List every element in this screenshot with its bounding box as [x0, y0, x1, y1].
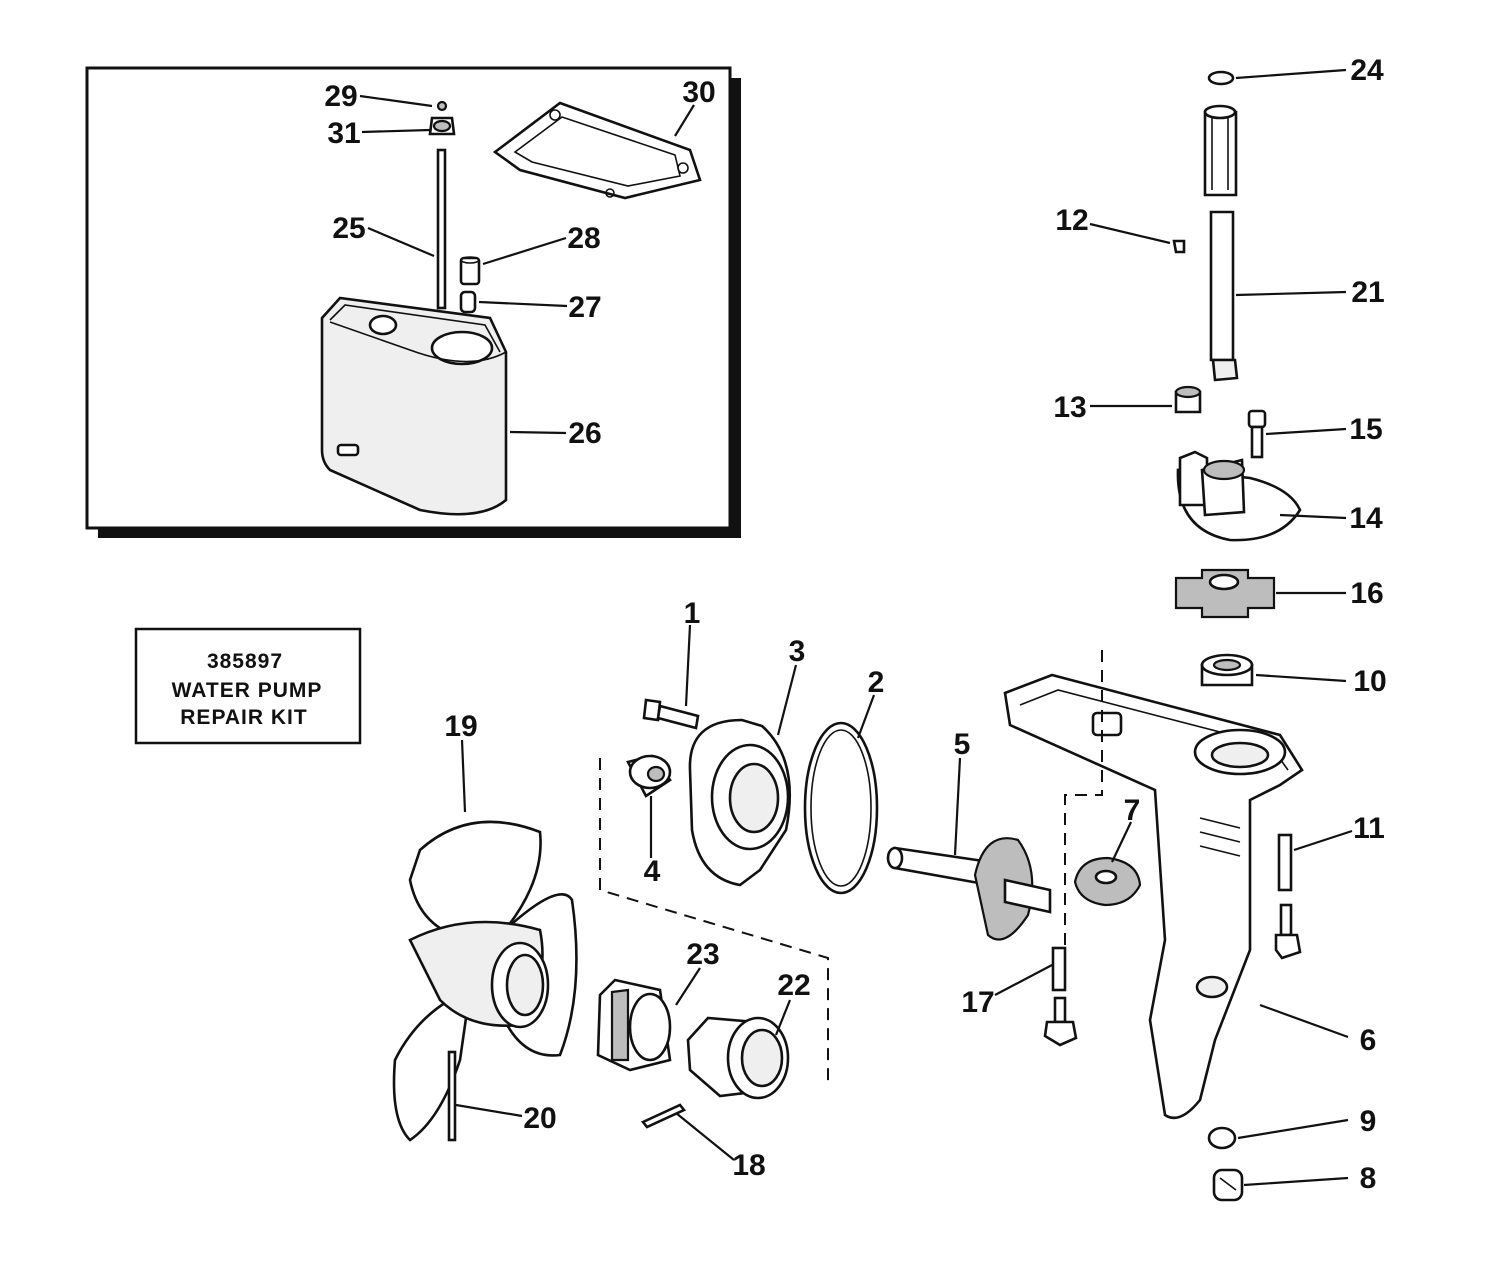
part-10-liner: [1200, 653, 1254, 687]
part-14-pump-housing: [1176, 450, 1302, 542]
callout-16: 16: [1350, 577, 1383, 610]
part-1-screw: [642, 698, 700, 730]
callout-19: 19: [444, 710, 477, 743]
callout-12: 12: [1055, 204, 1088, 237]
callout-31: 31: [327, 117, 360, 150]
callout-23: 23: [686, 938, 719, 971]
callout-6: 6: [1360, 1024, 1377, 1057]
callout-20: 20: [523, 1102, 556, 1135]
leader-lines: [359, 68, 1353, 1187]
part-11-screw: [1274, 833, 1302, 960]
callout-25: 25: [332, 212, 365, 245]
callout-29: 29: [324, 80, 357, 113]
callout-17: 17: [961, 986, 994, 1019]
callout-numbers: 1 2 3 4 5 6 7 8 9 10 11 12 13 14 15 16 1…: [324, 54, 1386, 1195]
callout-26: 26: [568, 417, 601, 450]
callout-11: 11: [1353, 812, 1385, 845]
callout-10: 10: [1353, 665, 1386, 698]
part-2-o-ring: [803, 721, 879, 895]
part-30-gasket: [492, 101, 702, 200]
callout-18: 18: [732, 1149, 765, 1182]
part-19-propeller: [392, 820, 578, 1142]
part-21-drive-shaft: [1203, 104, 1239, 382]
gearcase-dashed-guide: [1064, 650, 1103, 945]
part-3-bearing-housing: [688, 718, 792, 887]
kit-label-frame: [134, 627, 362, 745]
callout-27: 27: [568, 291, 601, 324]
kit-part-number: 385897: [207, 650, 283, 673]
part-27-bushing: [459, 290, 477, 314]
part-4-bearing: [626, 754, 672, 798]
part-25-water-tube: [436, 148, 447, 310]
callout-15: 15: [1349, 413, 1382, 446]
part-31-grommet: [428, 116, 456, 136]
part-13-bushing: [1174, 385, 1202, 414]
callout-8: 8: [1360, 1162, 1377, 1195]
callout-14: 14: [1349, 502, 1383, 535]
part-9-washer: [1207, 1126, 1237, 1150]
callout-9: 9: [1360, 1105, 1377, 1138]
part-20-cotter-pin: [447, 1050, 457, 1142]
callout-7: 7: [1124, 794, 1141, 827]
part-7-pinion: [1073, 856, 1142, 907]
callout-28: 28: [567, 222, 600, 255]
part-17-screw: [1043, 946, 1078, 1047]
callout-21: 21: [1351, 276, 1384, 309]
callout-4: 4: [644, 855, 661, 888]
callout-22: 22: [777, 969, 810, 1002]
callout-13: 13: [1053, 391, 1086, 424]
kit-line-2: REPAIR KIT: [180, 706, 307, 729]
part-12-pin: [1172, 239, 1186, 254]
part-5-gear-shaft: [886, 837, 1052, 941]
callout-3: 3: [789, 635, 806, 668]
callout-5: 5: [954, 728, 971, 761]
inset-exhaust-housing-group: [85, 66, 741, 538]
kit-line-1: WATER PUMP: [172, 679, 323, 702]
callout-30: 30: [682, 76, 715, 109]
part-15-screw: [1247, 409, 1267, 459]
part-23-drive-pin-hub: [596, 978, 672, 1072]
part-22-thrust-washer: [686, 1016, 790, 1100]
repair-kit-label: 385897 WATER PUMP REPAIR KIT: [134, 627, 362, 745]
callout-2: 2: [868, 666, 885, 699]
part-26-exhaust-housing: [320, 296, 508, 516]
kit-dashed-guide: [599, 758, 829, 1085]
callout-24: 24: [1350, 54, 1384, 87]
part-29-ball: [436, 100, 448, 112]
part-18-pin: [640, 1103, 687, 1129]
part-28-seal: [459, 256, 481, 286]
part-8-plug: [1212, 1168, 1244, 1202]
callout-1: 1: [684, 597, 701, 630]
part-24-o-ring: [1207, 70, 1235, 86]
part-6-gearcase: [1003, 673, 1304, 1120]
part-16-impeller: [1174, 568, 1276, 619]
